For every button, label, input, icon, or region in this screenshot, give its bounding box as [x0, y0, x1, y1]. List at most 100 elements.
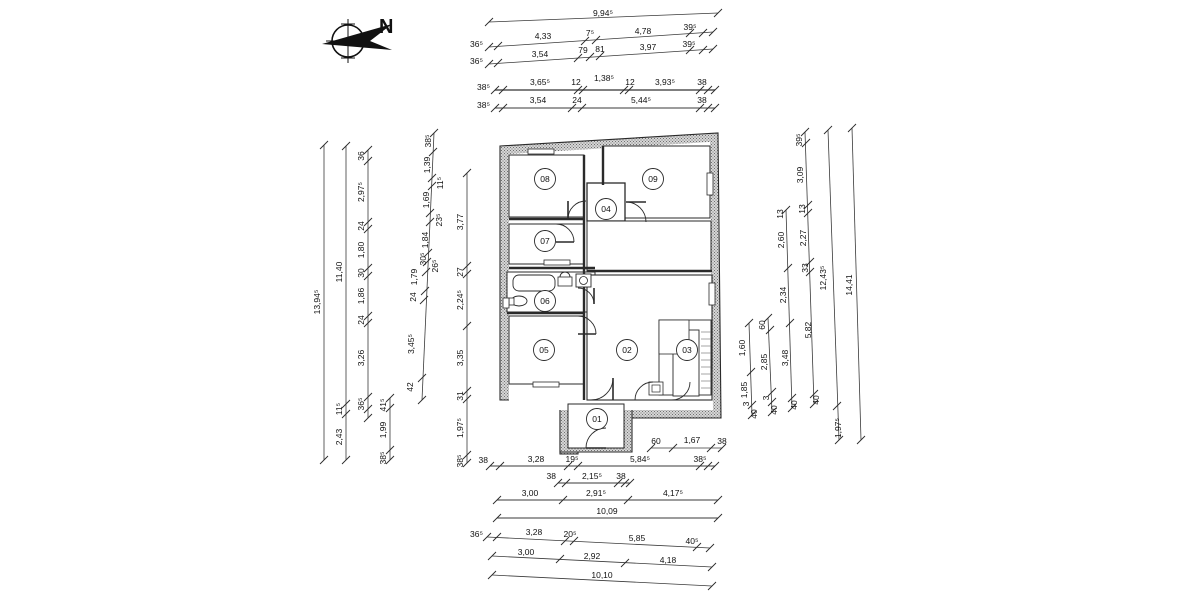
dim-label: 3,00	[522, 488, 539, 498]
dim-label: 3,45⁵	[406, 334, 416, 354]
room-label: 07	[540, 236, 550, 246]
corridor	[586, 220, 712, 272]
top-chain-overall: 9,94⁵	[484, 8, 723, 27]
top-chain-wall-2: 38⁵ 3,54 24 5,44⁵ 38	[477, 95, 720, 113]
room-label: 06	[540, 296, 550, 306]
dim-label: 2,91⁵	[586, 488, 606, 498]
dim-label: 10,09	[596, 506, 618, 516]
right-chain-overall-2: 14,41	[844, 123, 866, 445]
right-dimension-chains: 1,60 1,85 3 40 60 2,85 3 40 13 2,60 2,34…	[737, 123, 866, 445]
room-label: 09	[648, 174, 658, 184]
north-label: N	[379, 16, 393, 38]
dim-label: 2,43	[334, 428, 344, 445]
room-bubble-07: 07	[534, 230, 556, 252]
door-leaves	[556, 201, 646, 449]
room-label: 02	[622, 345, 632, 355]
dim-label: 19⁵	[566, 454, 579, 464]
dim-label: 38	[479, 455, 489, 465]
room-label: 08	[540, 174, 550, 184]
dim-label: 40	[749, 409, 759, 419]
dim-label: 11⁵	[435, 177, 445, 189]
dim-label: 33	[800, 263, 810, 273]
dim-label: 1,97⁵	[833, 418, 843, 438]
dim-label: 38⁵	[378, 452, 388, 465]
dim-label: 30⁵	[418, 253, 428, 266]
dim-label: 3,35	[455, 349, 465, 366]
dim-label: 1,69	[421, 191, 431, 208]
dim-label: 3,77	[455, 213, 465, 230]
room-number-bubbles: 08 09 04 07 06 05 02 03 01	[533, 168, 698, 430]
dim-label: 11,40	[334, 261, 344, 282]
room-bubble-08: 08	[534, 168, 556, 190]
left-chain-b: 11,40 11⁵ 2,43	[334, 141, 351, 465]
dim-label: 3,28	[526, 527, 543, 537]
dim-label: 40	[811, 395, 821, 405]
dim-label: 4,17⁵	[663, 488, 683, 498]
dim-label: 12,43⁵	[818, 266, 828, 291]
bottom-chain-3: 3,00 2,91⁵ 4,17⁵	[492, 488, 723, 505]
right-chain-d: 1,60 1,85 3 40	[737, 318, 759, 420]
dim-label: 41⁵	[378, 399, 388, 412]
room-label: 04	[601, 204, 611, 214]
dim-label: 1,79	[409, 268, 419, 285]
dim-label: 60	[651, 436, 661, 446]
right-chain-overall-1: 12,43⁵ 1,97⁵	[818, 125, 844, 445]
room-bubble-06: 06	[534, 290, 556, 312]
north-arrow: N	[322, 16, 393, 63]
dim-label: 24	[572, 95, 582, 105]
dim-label: 3	[761, 395, 771, 400]
dim-label: 24	[356, 315, 366, 325]
dim-label: 4,78	[635, 26, 652, 36]
dim-label: 1,60	[737, 339, 747, 356]
dim-label: 1,84	[420, 231, 430, 248]
dim-label: 13	[797, 204, 807, 214]
dim-label: 36	[356, 151, 366, 161]
room-bubble-02: 02	[616, 339, 638, 361]
room-bubble-03: 03	[676, 339, 698, 361]
dim-label: 24	[408, 292, 418, 302]
dim-label: 3,93⁵	[655, 77, 675, 87]
dim-label: 2,60	[776, 231, 786, 248]
dim-label: 40	[769, 405, 779, 415]
dim-label: 13	[775, 209, 785, 219]
dim-label: 79	[578, 45, 588, 55]
left-chain-d: 1,99 41⁵ 38⁵	[378, 393, 395, 465]
dim-label: 38⁵	[694, 454, 707, 464]
dim-label: 3,97	[640, 42, 657, 52]
dim-label: 3,09	[795, 166, 805, 183]
dim-label: 3,26	[356, 349, 366, 366]
dim-label: 36⁵	[470, 39, 483, 49]
top-chain-slant-2: 36⁵ 3,54 79 81 3,97 39⁵	[470, 39, 718, 69]
dim-label: 2,24⁵	[455, 290, 465, 310]
window-icon	[543, 259, 571, 266]
bottom-chain-7: 10,10	[487, 570, 717, 591]
dim-label: 23⁵	[434, 214, 444, 227]
room-bubble-09: 09	[642, 168, 664, 190]
dim-label: 24	[356, 221, 366, 231]
dim-label: 2,85	[759, 353, 769, 370]
windows	[502, 148, 716, 388]
dim-label: 11⁵	[334, 403, 344, 415]
dim-label: 14,41	[844, 274, 854, 296]
dim-label: 30	[356, 268, 366, 278]
dim-label: 36⁵	[470, 529, 483, 539]
dim-label: 3,00	[518, 547, 535, 557]
dim-label: 5,82	[803, 321, 813, 338]
dim-label: 3,54	[530, 95, 547, 105]
dim-label: 38⁵	[477, 82, 490, 92]
dim-label: 38	[717, 436, 727, 446]
dim-label: 39⁵	[683, 39, 696, 49]
dim-label: 1,86	[356, 287, 366, 304]
mid-left-dimension-chains: 38⁵ 1,39 11⁵ 1,69 23⁵ 1,84 26⁵ 30⁵ 1,79 …	[405, 128, 472, 467]
dim-label: 81	[595, 44, 605, 54]
dim-label: 38	[697, 95, 707, 105]
bathroom-fixtures	[508, 271, 592, 307]
dim-label: 1,80	[356, 241, 366, 258]
left-chain-overall: 13,94⁵	[312, 140, 329, 465]
dim-label: 20⁵	[564, 529, 577, 539]
dim-label: 2,34	[778, 286, 788, 303]
mid-vertical-chain: 3,77 27 2,24⁵ 3,35 31 1,97⁵ 38⁵	[455, 168, 472, 467]
dim-label: 1,99	[378, 421, 388, 438]
top-chain-slant-1: 36⁵ 4,33 7⁵ 4,78 39⁵	[470, 22, 718, 52]
dim-label: 31	[455, 391, 465, 401]
